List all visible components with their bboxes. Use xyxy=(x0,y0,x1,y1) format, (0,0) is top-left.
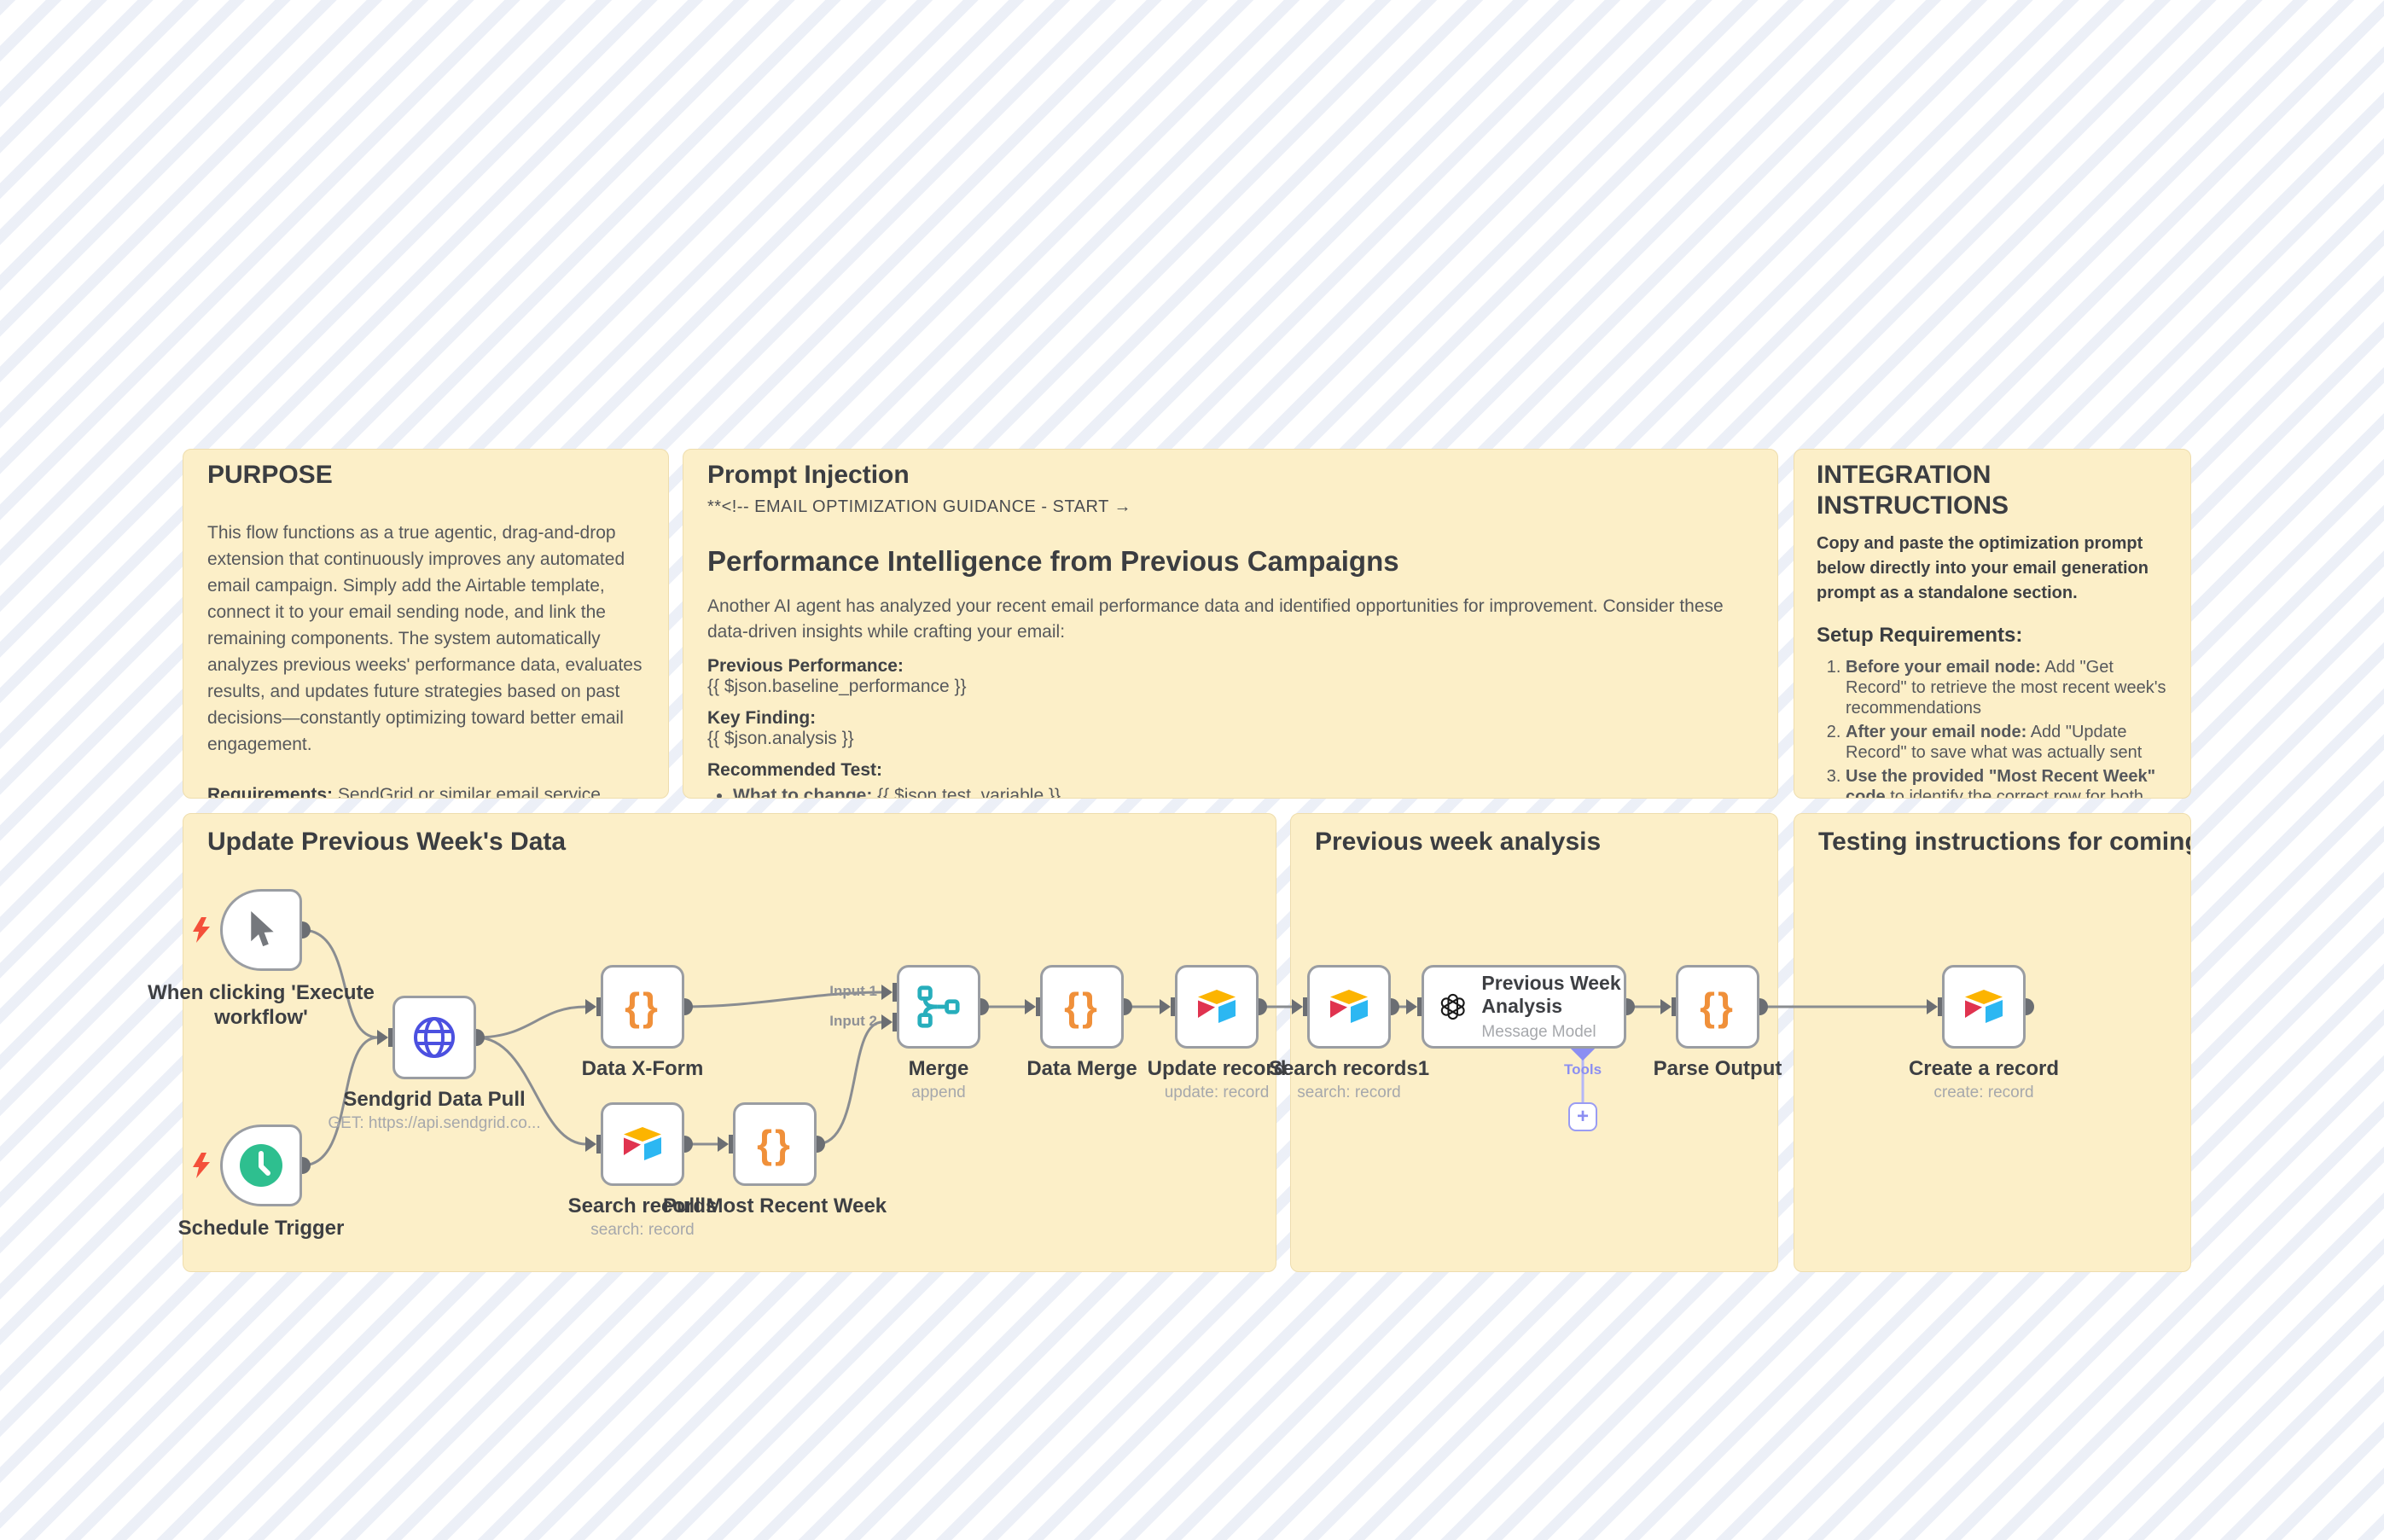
recommended-test-list: What to change: {{ $json.test_variable }… xyxy=(707,786,1753,798)
cursor-icon xyxy=(251,911,274,947)
sticky-note-purpose[interactable]: PURPOSE This flow functions as a true ag… xyxy=(183,449,669,799)
openai-icon xyxy=(1440,993,1465,1020)
node-label: Previous Week Analysis xyxy=(1481,972,1621,1017)
list-item: After your email node: Add "Update Recor… xyxy=(1846,722,2168,763)
node-execute-workflow-trigger[interactable]: When clicking 'Execute workflow' xyxy=(148,889,375,1029)
airtable-icon xyxy=(624,1127,661,1160)
key-finding-value: {{ $json.analysis }} xyxy=(707,729,854,748)
recommended-test-label: Recommended Test: xyxy=(707,760,882,780)
node-label: Create a record xyxy=(1908,1057,2060,1080)
node-pull-most-recent-week[interactable]: {} Pull Most Recent Week xyxy=(663,1102,887,1217)
comment-line: **<!-- EMAIL OPTIMIZATION GUIDANCE - STA… xyxy=(707,497,1132,516)
sticky-note-integration-instructions[interactable]: INTEGRATION INSTRUCTIONS Copy and paste … xyxy=(1794,449,2191,799)
list-item: Use the provided "Most Recent Week" code… xyxy=(1846,766,2168,798)
node-parse-output[interactable]: {} Parse Output xyxy=(1654,965,1782,1080)
plus-icon: + xyxy=(1576,1105,1589,1128)
node-sendgrid-data-pull[interactable]: Sendgrid Data Pull GET: https://api.send… xyxy=(328,996,541,1132)
node-sublabel: update: record xyxy=(1164,1084,1270,1101)
node-sublabel: create: record xyxy=(1933,1084,2034,1101)
node-previous-week-analysis[interactable]: Previous Week Analysis Message Model xyxy=(1422,965,1626,1049)
node-label: Merge xyxy=(908,1057,969,1080)
section-title: Testing instructions for coming week xyxy=(1818,828,2190,856)
airtable-icon xyxy=(1965,990,2003,1023)
node-search-records1[interactable]: Search records1 search: record xyxy=(1269,965,1429,1101)
node-update-record[interactable]: Update record update: record xyxy=(1148,965,1286,1101)
section-title: Update Previous Week's Data xyxy=(207,828,567,856)
airtable-icon xyxy=(1198,990,1236,1023)
node-label: Schedule Trigger xyxy=(177,1217,345,1240)
note-requirements: Requirements: SendGrid or similar email … xyxy=(207,785,601,799)
node-sublabel: GET: https://api.sendgrid.co... xyxy=(328,1114,541,1132)
code-braces-icon: {} xyxy=(1700,985,1736,1029)
tools-connector-label: Tools xyxy=(1563,1061,1602,1078)
list-item: Before your email node: Add "Get Record"… xyxy=(1846,657,2168,718)
code-braces-icon: {} xyxy=(757,1122,793,1166)
note-title: Prompt Injection xyxy=(707,461,910,489)
node-label: Data X-Form xyxy=(581,1057,704,1080)
node-label: Pull Most Recent Week xyxy=(662,1194,887,1217)
note-intro: Copy and paste the optimization prompt b… xyxy=(1817,534,2149,602)
list-item: What to change: {{ $json.test_variable }… xyxy=(733,786,1753,798)
section-title: Previous week analysis xyxy=(1315,828,1602,856)
merge-input1-label: Input 1 xyxy=(829,983,877,999)
note-title: INTEGRATION INSTRUCTIONS xyxy=(1817,461,2009,520)
node-label: Update record xyxy=(1147,1057,1287,1080)
node-data-x-form[interactable]: {} Data X-Form xyxy=(582,965,703,1080)
sticky-note-testing-instructions[interactable]: Testing instructions for coming week xyxy=(1794,813,2191,1272)
node-sublabel: Message Model xyxy=(1481,1023,1596,1041)
node-text: Previous Week Analysis Message Model xyxy=(1481,972,1624,1042)
node-merge[interactable]: Merge append xyxy=(897,965,980,1101)
merge-icon xyxy=(917,985,960,1028)
node-label: Search records1 xyxy=(1268,1057,1430,1080)
clock-icon xyxy=(240,1144,282,1187)
note-heading: Performance Intelligence from Previous C… xyxy=(707,545,1399,577)
node-label: Data Merge xyxy=(1026,1057,1137,1080)
node-data-merge[interactable]: {} Data Merge xyxy=(1026,965,1137,1080)
node-label: When clicking 'Execute workflow' xyxy=(148,981,375,1029)
airtable-icon xyxy=(1330,990,1368,1023)
globe-icon xyxy=(414,1017,455,1058)
setup-requirements-list: Before your email node: Add "Get Record"… xyxy=(1817,657,2168,798)
node-sublabel: search: record xyxy=(590,1221,695,1239)
merge-input2-label: Input 2 xyxy=(829,1013,877,1029)
node-label: Parse Output xyxy=(1653,1057,1782,1080)
note-title: PURPOSE xyxy=(207,461,333,489)
node-create-a-record[interactable]: Create a record create: record xyxy=(1909,965,2059,1101)
note-intro: Another AI agent has analyzed your recen… xyxy=(707,596,1724,642)
code-braces-icon: {} xyxy=(625,985,660,1029)
sticky-note-prompt-injection[interactable]: Prompt Injection **<!-- EMAIL OPTIMIZATI… xyxy=(683,449,1778,799)
node-schedule-trigger[interactable]: Schedule Trigger xyxy=(178,1124,344,1240)
previous-performance-value: {{ $json.baseline_performance }} xyxy=(707,677,967,696)
node-label: Search records xyxy=(567,1194,718,1217)
previous-performance-label: Previous Performance: xyxy=(707,656,904,676)
add-tool-button[interactable]: + xyxy=(1568,1102,1597,1131)
note-body: This flow functions as a true agentic, d… xyxy=(207,523,643,754)
setup-requirements-label: Setup Requirements: xyxy=(1817,624,2023,647)
key-finding-label: Key Finding: xyxy=(707,708,817,728)
node-label: Sendgrid Data Pull xyxy=(343,1088,526,1111)
node-sublabel: append xyxy=(911,1084,966,1101)
code-braces-icon: {} xyxy=(1064,985,1100,1029)
node-sublabel: search: record xyxy=(1297,1084,1401,1101)
node-search-records[interactable]: Search records search: record xyxy=(568,1102,717,1239)
